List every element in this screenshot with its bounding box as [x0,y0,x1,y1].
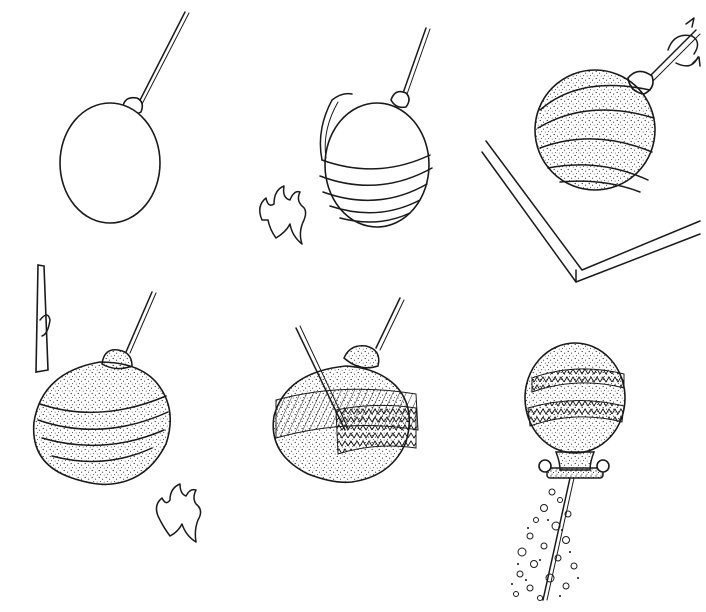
vessel-rim [547,468,603,478]
mandrel-rod [136,12,185,108]
mandrel-rod [543,478,570,600]
mandrel-rod [646,30,696,80]
finished-vessel-body [525,343,625,453]
panel-step-4 [34,265,201,542]
mandrel-rod-edge [130,293,156,353]
panel-step-2 [260,28,432,244]
mandrel-rod-edge [650,34,700,84]
core-debris [511,489,579,601]
mandrel-rod-edge [380,300,404,350]
mandrel-rod-edge [406,29,430,97]
combed-zigzag-band [336,405,416,454]
vessel-body-stippled [34,362,171,484]
gather-neck [391,92,409,108]
flame-icon [156,484,200,542]
flame-icon [260,186,306,244]
handle-left [539,460,551,472]
panel-step-1 [60,12,189,223]
vessel-neck [344,346,379,368]
panel-step-5 [273,298,418,482]
mandrel-rod-edge [140,13,189,108]
panel-step-3 [482,18,700,282]
mandrel-rod [376,298,400,348]
handle-right [597,460,609,472]
mandrel-rod [402,28,426,96]
panel-step-6 [511,343,625,601]
mandrel-rod [126,292,152,352]
gather-body-plain [60,103,160,223]
